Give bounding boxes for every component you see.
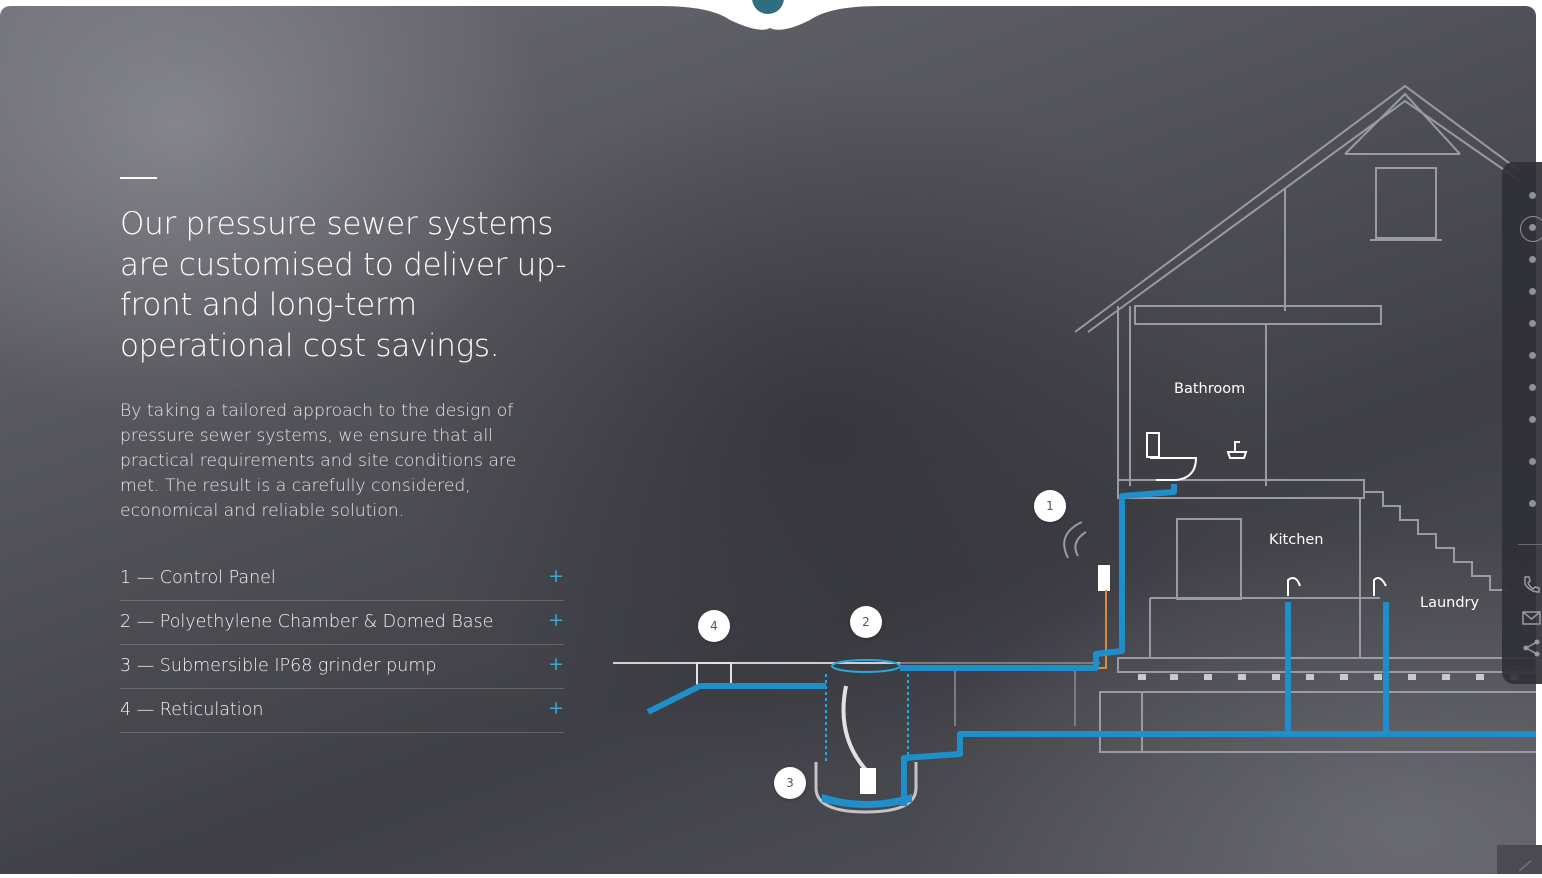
phone-icon[interactable] xyxy=(1520,574,1542,594)
component-label: 1 — Control Panel xyxy=(120,568,276,588)
top-notch xyxy=(600,0,940,30)
section-dot[interactable] xyxy=(1529,288,1536,295)
component-item-control-panel[interactable]: 1 — Control Panel + xyxy=(120,558,564,601)
expand-icon[interactable]: + xyxy=(548,565,564,587)
component-item-chamber[interactable]: 2 — Polyethylene Chamber & Domed Base + xyxy=(120,602,564,645)
room-label-kitchen: Kitchen xyxy=(1269,532,1324,548)
section-dot[interactable] xyxy=(1529,500,1536,507)
side-navigation-rail xyxy=(1502,162,1542,684)
hero-panel: Our pressure sewer systems are customise… xyxy=(0,6,1536,874)
section-dot[interactable] xyxy=(1529,416,1536,423)
section-dot[interactable] xyxy=(1529,458,1536,465)
component-label: 2 — Polyethylene Chamber & Domed Base xyxy=(120,612,494,632)
rail-divider xyxy=(1518,544,1542,545)
pressure-sewer-diagram xyxy=(613,84,1536,814)
diagram-marker-4[interactable]: 4 xyxy=(698,610,730,642)
section-dot[interactable] xyxy=(1529,192,1536,199)
pencil-icon xyxy=(1518,860,1532,872)
component-label: 4 — Reticulation xyxy=(120,700,264,720)
section-dot[interactable] xyxy=(1529,224,1536,231)
mail-icon[interactable] xyxy=(1520,608,1542,628)
logo-badge-icon[interactable] xyxy=(752,0,784,14)
room-label-laundry: Laundry xyxy=(1420,595,1480,611)
section-dot[interactable] xyxy=(1529,352,1536,359)
section-dot-active-ring[interactable] xyxy=(1520,216,1542,242)
section-dot[interactable] xyxy=(1529,384,1536,391)
component-item-grinder-pump[interactable]: 3 — Submersible IP68 grinder pump + xyxy=(120,646,564,689)
section-dot[interactable] xyxy=(1529,320,1536,327)
corner-edit-button[interactable] xyxy=(1497,845,1542,874)
expand-icon[interactable]: + xyxy=(548,653,564,675)
expand-icon[interactable]: + xyxy=(548,609,564,631)
section-dot[interactable] xyxy=(1529,256,1536,263)
component-list: 1 — Control Panel + 2 — Polyethylene Cha… xyxy=(120,558,564,734)
intro-paragraph: By taking a tailored approach to the des… xyxy=(120,401,517,521)
component-label: 3 — Submersible IP68 grinder pump xyxy=(120,656,437,676)
room-label-bathroom: Bathroom xyxy=(1174,381,1246,397)
share-icon[interactable] xyxy=(1520,638,1542,658)
diagram-marker-2[interactable]: 2 xyxy=(850,606,882,638)
page-heading: Our pressure sewer systems are customise… xyxy=(120,206,567,364)
expand-icon[interactable]: + xyxy=(548,697,564,719)
accent-line xyxy=(120,177,157,179)
diagram-marker-1[interactable]: 1 xyxy=(1034,490,1066,522)
diagram-marker-3[interactable]: 3 xyxy=(774,767,806,799)
component-item-reticulation[interactable]: 4 — Reticulation + xyxy=(120,690,564,733)
